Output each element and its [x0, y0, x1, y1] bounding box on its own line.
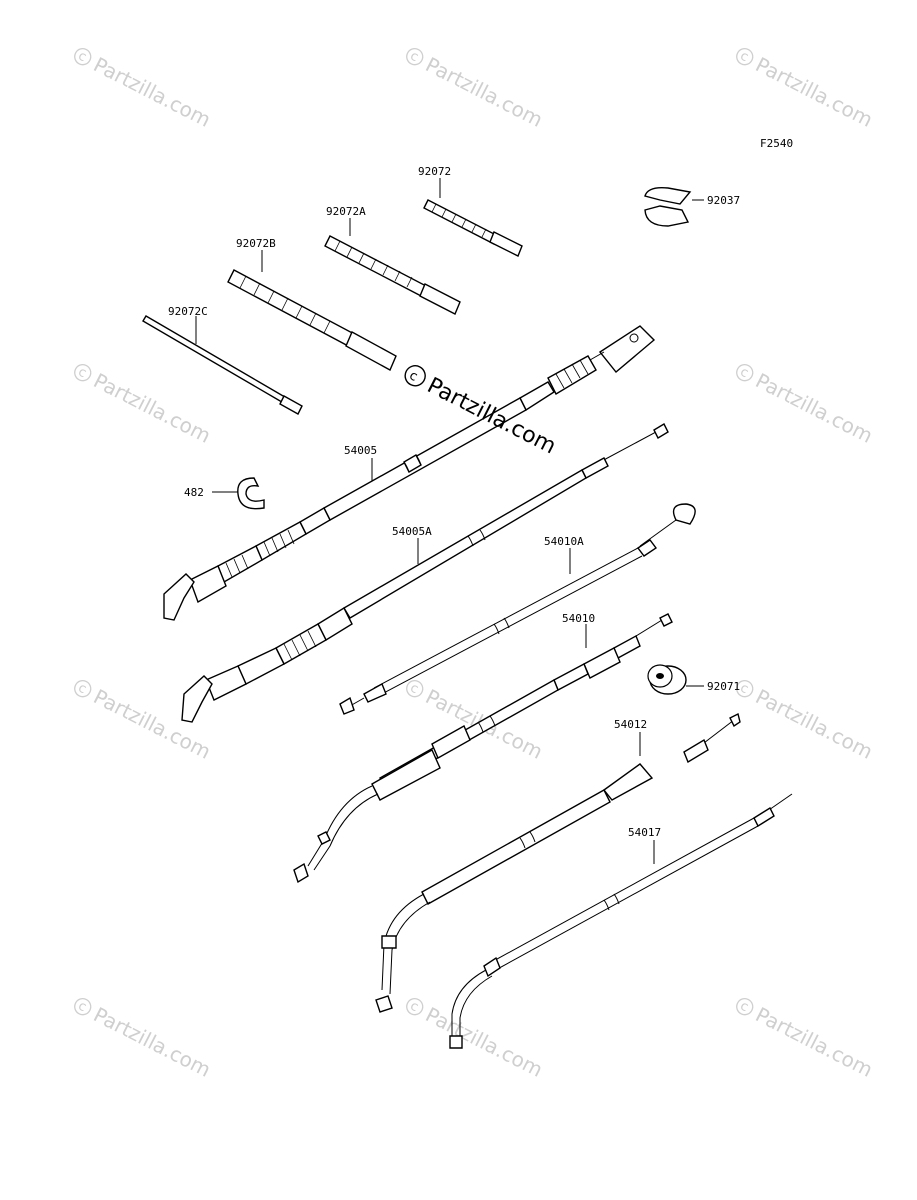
part-54017-cable[interactable] [449, 793, 793, 1049]
label-54010[interactable]: 54010 [562, 612, 595, 625]
watermark-text: Partzilla.com [752, 684, 877, 763]
part-92071-grommet[interactable] [647, 664, 704, 695]
part-labels: 92072 92072A 92072B 92072C 92037 54005 4… [168, 165, 740, 839]
part-92072B-cable-tie[interactable] [227, 250, 397, 371]
figure-code: F2540 [760, 137, 793, 150]
part-92072-cable-tie[interactable] [423, 178, 523, 257]
label-92072A[interactable]: 92072A [326, 205, 366, 218]
label-92072[interactable]: 92072 [418, 165, 451, 178]
watermark-text: Partzilla.com [90, 1002, 215, 1081]
label-54005[interactable]: 54005 [344, 444, 377, 457]
label-482[interactable]: 482 [184, 486, 204, 499]
label-92072C[interactable]: 92072C [168, 305, 208, 318]
watermark-text: Partzilla.com [752, 1002, 877, 1081]
watermark-text: Partzilla.com [422, 52, 547, 131]
svg-text:c: c [407, 368, 420, 385]
watermark-text: Partzilla.com [90, 52, 215, 131]
part-92072C-cable-tie[interactable] [142, 315, 303, 415]
part-54005-cable[interactable] [163, 325, 656, 621]
part-54012-cable[interactable] [375, 712, 741, 1013]
watermark-text: Partzilla.com [90, 368, 215, 447]
part-92037-clip[interactable] [644, 186, 704, 227]
watermark-text: Partzilla.com [752, 368, 877, 447]
part-54010A-cable[interactable] [339, 503, 696, 715]
watermark-text: Partzilla.com [752, 52, 877, 131]
watermark-text: Partzilla.com [422, 1002, 547, 1081]
part-92072A-cable-tie[interactable] [324, 218, 461, 315]
part-482-clip[interactable] [212, 477, 265, 510]
label-92072B[interactable]: 92072B [236, 237, 276, 250]
label-54005A[interactable]: 54005A [392, 525, 432, 538]
label-54012[interactable]: 54012 [614, 718, 647, 731]
center-watermark: c Partzilla.com [404, 365, 560, 459]
label-54010A[interactable]: 54010A [544, 535, 584, 548]
part-54005A-cable[interactable] [181, 423, 669, 723]
label-54017[interactable]: 54017 [628, 826, 661, 839]
label-92037[interactable]: 92037 [707, 194, 740, 207]
part-54010-cable[interactable] [293, 613, 673, 884]
label-92071[interactable]: 92071 [707, 680, 740, 693]
